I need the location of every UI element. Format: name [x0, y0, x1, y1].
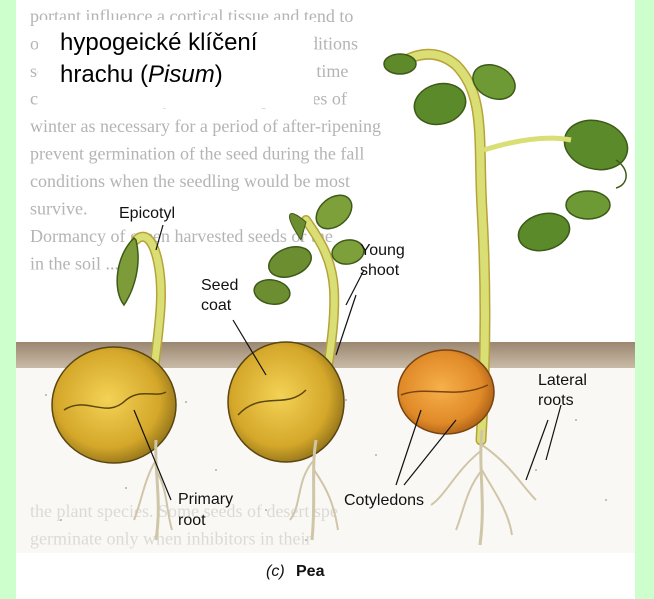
background-text-line: survive. [30, 199, 88, 219]
background-text-line: winter as necessary for a period of afte… [30, 116, 381, 136]
background-text-line: Dormancy of green harvested seeds or the [30, 226, 333, 246]
figure-caption-name: Pea [296, 563, 325, 580]
title-genus: Pisum [148, 61, 215, 88]
label-young-shoot-line1: Young [360, 242, 405, 259]
background-text-line: in the soil ... [30, 254, 119, 274]
background-text-line: conditions when the seedling would be mo… [30, 171, 350, 191]
title-line-2-prefix: hrachu ( [60, 61, 148, 88]
label-seed-coat-line1: Seed [201, 277, 238, 294]
figure-caption-letter: (c) [266, 563, 285, 580]
slide-title: hypogeické klíčení hrachu (Pisum) [60, 27, 257, 91]
background-text-line: prevent germination of the seed during t… [30, 144, 364, 164]
label-primary-root-line1: Primary [178, 491, 233, 508]
title-line-2: hrachu (Pisum) [60, 59, 257, 91]
label-cotyledons: Cotyledons [344, 492, 424, 509]
label-lateral-roots-line1: Lateral [538, 372, 587, 389]
label-lateral-roots-line2: roots [538, 392, 574, 409]
label-seed-coat-line2: coat [201, 297, 232, 314]
title-line-2-suffix: ) [215, 61, 223, 88]
label-primary-root-line2: root [178, 512, 206, 529]
label-epicotyl: Epicotyl [119, 205, 175, 222]
label-young-shoot-line2: shoot [360, 262, 400, 279]
title-line-1: hypogeické klíčení [60, 27, 257, 59]
